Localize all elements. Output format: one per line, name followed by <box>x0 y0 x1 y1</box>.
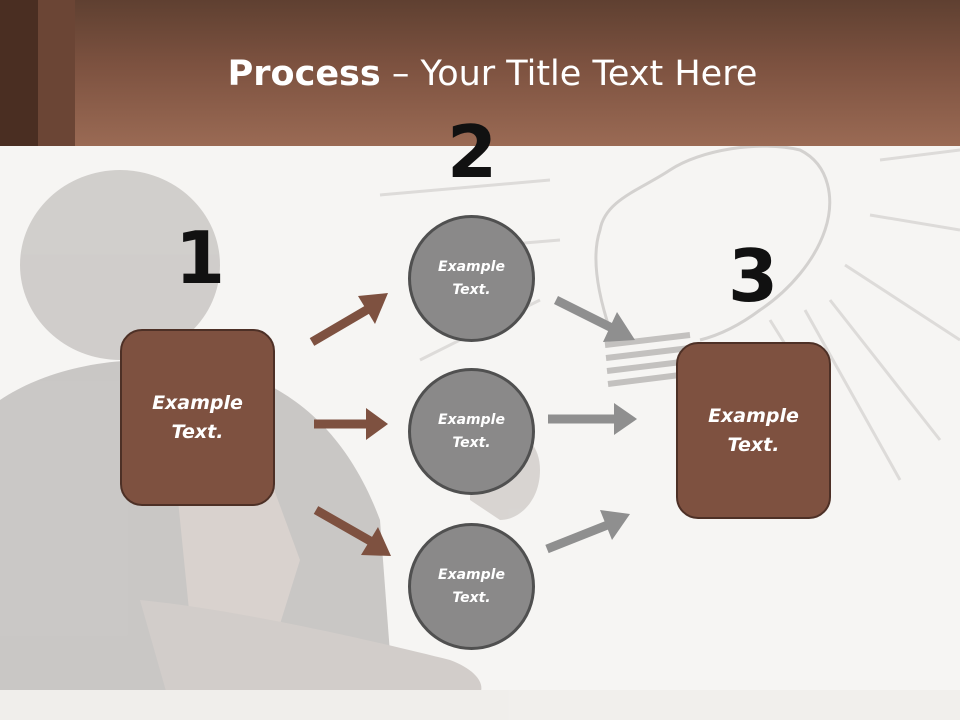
title-bar <box>0 0 960 146</box>
right-box-line2: Text. <box>727 433 780 456</box>
middle-circle[interactable]: Example Text. <box>408 368 535 495</box>
top-circle-line1: Example <box>438 258 505 275</box>
right-process-box[interactable]: Example Text. <box>676 342 831 519</box>
step-number-2: 2 <box>446 110 498 194</box>
header-accent-dark <box>0 0 38 146</box>
arrow-to-bottom-circle <box>313 506 391 556</box>
right-box-line1: Example <box>708 404 799 427</box>
header-accent-mid <box>38 0 75 146</box>
title-rest: – Your Title Text Here <box>380 54 758 94</box>
bottom-circle-line2: Text. <box>452 589 491 606</box>
arrow-from-middle-circle <box>548 403 637 435</box>
arrow-from-top-circle <box>553 295 635 342</box>
title-bold: Process <box>227 54 381 94</box>
top-circle-line2: Text. <box>452 281 491 298</box>
left-process-box[interactable]: Example Text. <box>120 329 275 506</box>
slide-title: Process – Your Title Text Here <box>0 52 960 96</box>
left-box-line2: Text. <box>171 420 224 443</box>
arrow-to-middle-circle <box>314 408 388 440</box>
left-box-line1: Example <box>152 391 243 414</box>
step-number-3: 3 <box>727 234 779 318</box>
bottom-circle[interactable]: Example Text. <box>408 523 535 650</box>
middle-circle-line1: Example <box>438 411 505 428</box>
arrow-from-bottom-circle <box>545 510 630 554</box>
middle-circle-line2: Text. <box>452 434 491 451</box>
step-number-1: 1 <box>174 216 226 300</box>
bottom-circle-line1: Example <box>438 566 505 583</box>
arrow-to-top-circle <box>309 293 388 346</box>
top-circle[interactable]: Example Text. <box>408 215 535 342</box>
